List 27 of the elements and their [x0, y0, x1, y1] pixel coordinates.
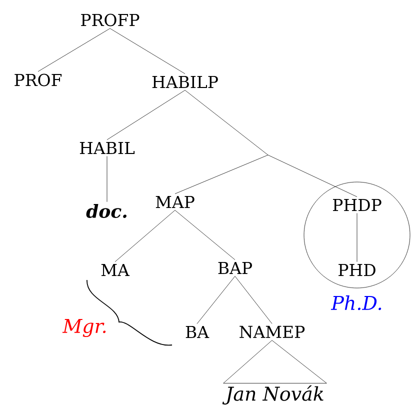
- triangle-roof: [223, 340, 327, 384]
- tree-branch: [106, 90, 186, 140]
- tree-branch: [196, 276, 236, 324]
- tree-branch: [174, 210, 236, 260]
- tree-branch: [110, 28, 186, 74]
- tree-branch: [174, 90, 358, 197]
- tree-branch: [114, 210, 176, 262]
- tree-label: HABILP: [152, 76, 218, 88]
- tree-label: PROFP: [81, 14, 140, 26]
- word-label: Jan Novák: [222, 385, 324, 405]
- tree-branch: [356, 213, 358, 262]
- word-label: doc.: [86, 204, 126, 218]
- tree-label: PHD: [338, 264, 376, 276]
- caption-label: Ph.D.: [330, 295, 382, 310]
- annotation-label: Mgr.: [62, 318, 106, 338]
- tree-label: HABIL: [80, 142, 135, 154]
- circle-outline: [304, 182, 410, 288]
- tree-label: MAP: [156, 196, 194, 208]
- tree-label: PHDP: [333, 199, 382, 212]
- tree-label: NAMEP: [240, 326, 305, 338]
- tree-branch: [106, 156, 108, 202]
- tree-branch: [38, 28, 110, 72]
- tree-label: PROF: [14, 74, 62, 86]
- tree-branch: [234, 276, 272, 324]
- tree-label: MA: [101, 264, 130, 276]
- tree-label: BA: [186, 326, 210, 338]
- tree-label: BAP: [218, 262, 252, 274]
